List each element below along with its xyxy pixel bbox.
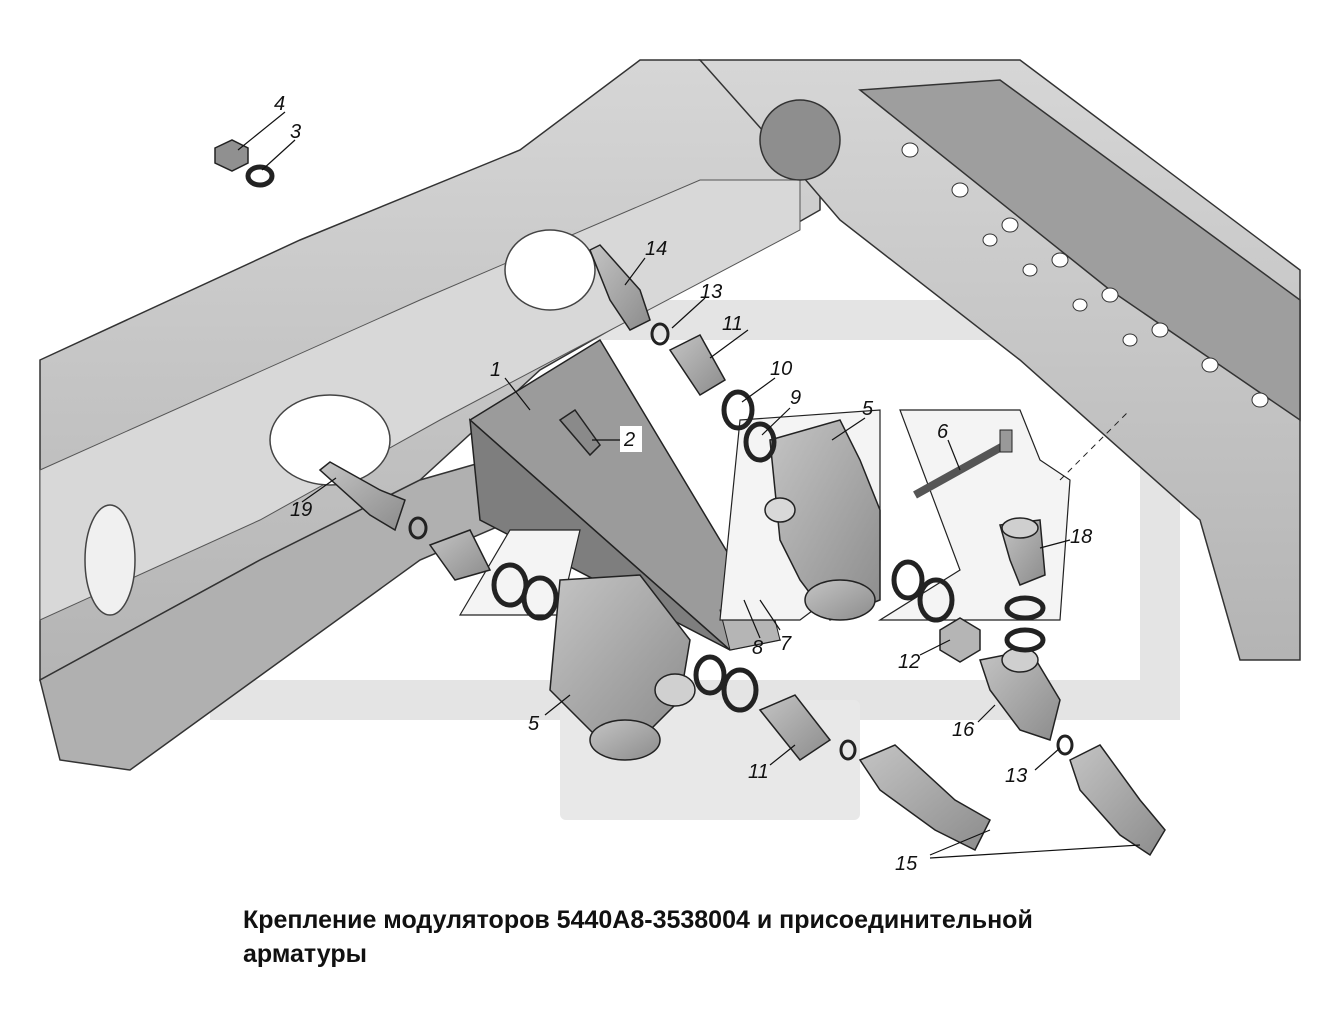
callout-18: 18 (1070, 526, 1092, 548)
diagram-caption: Крепление модуляторов 5440А8-3538004 и п… (243, 903, 1243, 971)
callout-6: 6 (937, 421, 949, 443)
frame-left-member (39, 59, 821, 771)
bolt-2 (558, 408, 601, 457)
hose-connectors-15 (858, 744, 1166, 857)
callout-5-lower: 5 (528, 713, 540, 735)
banjo-fittings (318, 244, 651, 532)
adapter-fittings-11 (428, 334, 832, 762)
callout-19: 19 (290, 499, 312, 521)
callout-1: 1 (490, 359, 501, 381)
nut-4 (214, 139, 249, 172)
callout-2: 2 (623, 429, 635, 451)
dashed-guide-line (1059, 409, 1131, 481)
callout-13-upper: 13 (700, 281, 722, 303)
callout-8: 8 (752, 637, 763, 659)
modulator-lower (549, 574, 696, 761)
callout-2-box (620, 426, 642, 452)
callout-9: 9 (790, 387, 801, 409)
callout-3: 3 (290, 121, 301, 143)
callout-14: 14 (645, 238, 667, 260)
callout-15: 15 (895, 853, 918, 875)
callout-10: 10 (770, 358, 792, 380)
exploded-assembly-diagram: 4 3 1 2 14 13 11 10 9 5 6 18 19 8 7 12 5… (39, 59, 1301, 875)
caption-line-2: арматуры (243, 940, 367, 968)
fitting-18 (999, 517, 1046, 586)
leader-lines (237, 111, 1141, 859)
washers-and-rings (245, 164, 1074, 761)
callout-13-lower: 13 (1005, 765, 1027, 787)
modulator-upper (764, 419, 881, 621)
caption-line-1: Крепление модуляторов 5440А8-3538004 и п… (243, 906, 1033, 934)
callout-7: 7 (780, 633, 792, 655)
mounting-bracket (468, 338, 782, 651)
callout-11-upper: 11 (722, 313, 743, 335)
callout-11-lower: 11 (748, 761, 769, 783)
part-callouts: 4 3 1 2 14 13 11 10 9 5 6 18 19 8 7 12 5… (274, 93, 1092, 875)
callout-16: 16 (952, 719, 975, 741)
nut-12 (939, 617, 981, 663)
callout-4: 4 (274, 93, 285, 115)
callout-5-upper: 5 (862, 398, 874, 420)
frame-right-member (698, 59, 1301, 661)
callout-12: 12 (898, 651, 920, 673)
